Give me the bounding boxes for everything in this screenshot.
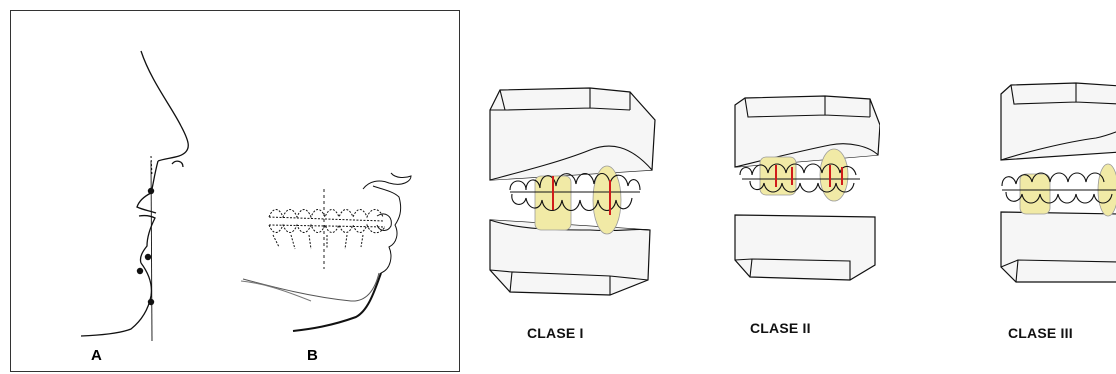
facial-profile-drawing — [81, 51, 188, 341]
profile-panel: A B — [10, 10, 460, 372]
class-2-label: CLASE II — [750, 320, 811, 336]
dental-model-class-1 — [480, 80, 660, 310]
dental-model-class-2 — [730, 95, 880, 295]
panel-b-label: B — [307, 347, 318, 364]
dental-model-class-3 — [996, 82, 1116, 292]
class-1-label: CLASE I — [527, 325, 584, 341]
panel-a-label: A — [91, 347, 102, 364]
profile-drawings — [11, 11, 461, 373]
skull-dentition-drawing — [241, 173, 411, 331]
class-3-label: CLASE III — [1008, 325, 1073, 341]
